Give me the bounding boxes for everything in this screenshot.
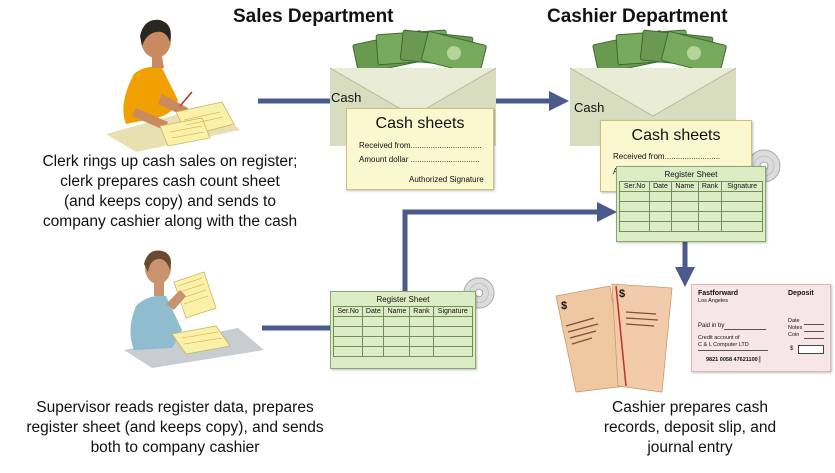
journal-dollar-sign: $ (619, 288, 626, 300)
table-row (332, 326, 474, 337)
table-row (618, 201, 763, 212)
register-sheet-title: Register Sheet (376, 295, 430, 304)
register-sheet-cashier: Register Sheet Ser.No Date Name Rank Sig… (616, 166, 766, 242)
deposit-line (698, 350, 768, 351)
column-header: Date (362, 306, 385, 317)
envelope-label: Cash (331, 90, 362, 105)
column-header: Date (649, 181, 672, 192)
deposit-field-notes: Notes (788, 325, 803, 331)
register-sheet-sales: Register Sheet Ser.No Date Name Rank Sig… (330, 291, 476, 369)
clerk-illustration (106, 19, 240, 152)
deposit-field-coin: Coin (788, 332, 800, 338)
cashier-caption: Cashier prepares cash records, deposit s… (570, 398, 810, 458)
caption-line: Clerk rings up cash sales on register; (42, 153, 298, 170)
cash-sheet-amount: A (613, 167, 751, 176)
deposit-line (804, 324, 824, 325)
cash-sheet-received-from: Received from......................... (613, 152, 721, 161)
column-header: Rank (409, 306, 434, 317)
table-header-row: Ser.No Date Name Rank Signature (332, 306, 474, 317)
arrow-register-to-cashier (402, 202, 617, 291)
column-header: Signature (721, 181, 763, 192)
supervisor-illustration (124, 250, 264, 368)
cashier-department-title: Cashier Department (547, 6, 728, 27)
cash-sheet-received-from: Received from...........................… (359, 141, 482, 150)
supervisor-caption: Supervisor reads register data, prepares… (10, 398, 340, 458)
column-header: Signature (432, 306, 474, 317)
register-table: Ser.No Date Name Rank Signature (618, 181, 763, 232)
cash-sheet-title: Cash sheets (631, 127, 721, 144)
register-sheet-title: Register Sheet (664, 170, 718, 179)
deposit-bank-name: Fastforward (698, 290, 739, 297)
column-header: Name (383, 306, 411, 317)
table-row (332, 336, 474, 347)
table-row (332, 346, 474, 357)
caption-line: Supervisor reads register data, prepares (36, 399, 314, 416)
caption-line: both to company cashier (90, 439, 260, 456)
deposit-line (724, 329, 766, 330)
clerk-caption: Clerk rings up cash sales on register; c… (20, 152, 320, 232)
table-row (618, 191, 763, 202)
envelope-label: Cash (574, 100, 605, 115)
deposit-number: 9821 0058 47621100║ (706, 357, 762, 363)
sales-department-title: Sales Department (233, 6, 394, 27)
table-row (618, 211, 763, 222)
deposit-account-name: C & L Computer LTD (698, 342, 749, 348)
deposit-paid-in-by: Paid in by (698, 323, 725, 329)
deposit-line (804, 331, 824, 332)
table-row (332, 316, 474, 327)
cash-sheet: Cash sheets Received from...............… (346, 108, 494, 190)
table-header-row: Ser.No Date Name Rank Signature (618, 181, 763, 192)
deposit-total-box (798, 345, 824, 354)
column-header: Ser.No (332, 306, 364, 317)
caption-line: clerk prepares cash count sheet (60, 173, 280, 190)
deposit-line (804, 338, 824, 339)
cash-sheet-signature: Authorized Signature (409, 175, 484, 184)
deposit-total-symbol: $ (790, 346, 794, 352)
register-table: Ser.No Date Name Rank Signature (332, 306, 474, 357)
caption-line: Cashier prepares cash (612, 399, 768, 416)
column-header: Name (670, 181, 699, 192)
caption-line: (and keeps copy) and sends to (64, 193, 276, 210)
caption-line: company cashier along with the cash (42, 213, 298, 230)
caption-line: register sheet (and keeps copy), and sen… (26, 419, 324, 436)
journal-dollar-sign: $ (561, 300, 568, 312)
cash-envelope-icon (330, 29, 497, 146)
cash-sheet-amount: Amount dollar ..........................… (359, 155, 480, 164)
deposit-title: Deposit (788, 290, 814, 297)
column-header: Rank (697, 181, 723, 192)
cash-sheet-title: Cash sheets (375, 115, 465, 132)
table-row (618, 221, 763, 232)
deposit-field-date: Date (788, 318, 800, 324)
deposit-slip: Fastforward Los Angeles Deposit Paid in … (691, 284, 831, 372)
deposit-credit-account: Credit account of (698, 335, 740, 341)
deposit-city: Los Angeles (698, 298, 728, 304)
cash-records-journal (555, 283, 673, 393)
caption-line: records, deposit slip, and (603, 419, 777, 436)
column-header: Ser.No (618, 181, 651, 192)
caption-line: journal entry (647, 439, 733, 456)
